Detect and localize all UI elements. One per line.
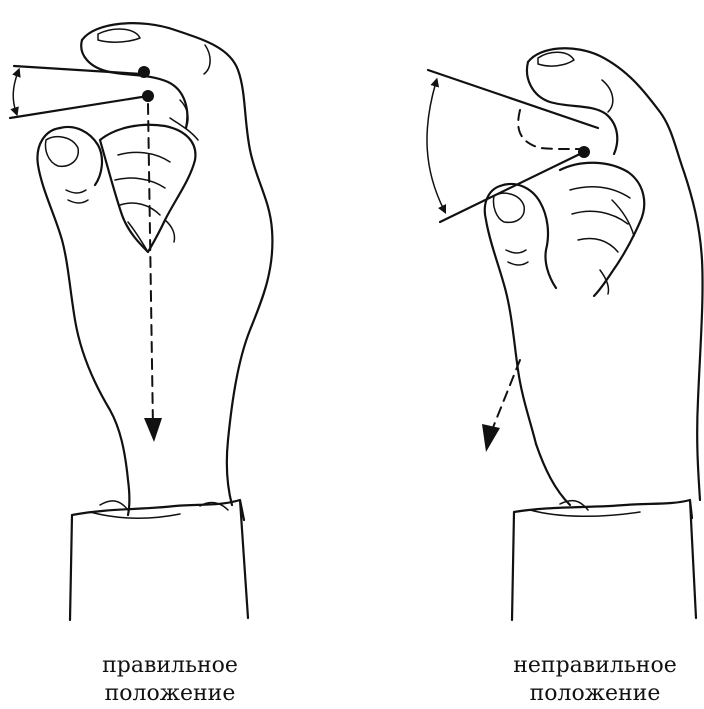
incorrect-pivot-point (578, 146, 590, 158)
incorrect-caption-line2: положение (475, 680, 704, 708)
correct-pivot-point-upper (138, 66, 150, 78)
incorrect-thumb-nail (493, 193, 524, 222)
incorrect-position-caption: неправильное положение (475, 652, 704, 708)
incorrect-hand-illustration (485, 48, 703, 620)
correct-hand-outline (82, 23, 272, 505)
incorrect-caption-line1: неправильное (475, 652, 704, 680)
correct-arrow-head (144, 418, 162, 442)
incorrect-arrow-head (482, 424, 500, 452)
incorrect-thumb (485, 186, 536, 444)
incorrect-hand-outline (528, 48, 703, 500)
correct-thumb-nail (46, 137, 79, 167)
incorrect-sleeve (512, 500, 696, 620)
hand-position-diagram (0, 0, 704, 640)
correct-motion-line (148, 104, 153, 428)
correct-caption-line1: правильное (50, 652, 290, 680)
correct-index-nail (98, 29, 140, 42)
correct-index-finger (81, 40, 187, 128)
correct-hand-illustration (37, 23, 272, 620)
correct-position-caption: правильное положение (50, 652, 290, 708)
incorrect-motion-line (492, 360, 520, 430)
incorrect-hidden-contour (518, 110, 590, 150)
incorrect-index-nail (538, 52, 574, 66)
correct-sleeve (70, 500, 248, 620)
correct-angle-indicator (10, 66, 154, 118)
incorrect-angle-indicator (427, 70, 598, 222)
correct-pivot-point-lower (142, 90, 154, 102)
correct-caption-line2: положение (50, 680, 290, 708)
correct-thumb (37, 128, 129, 515)
